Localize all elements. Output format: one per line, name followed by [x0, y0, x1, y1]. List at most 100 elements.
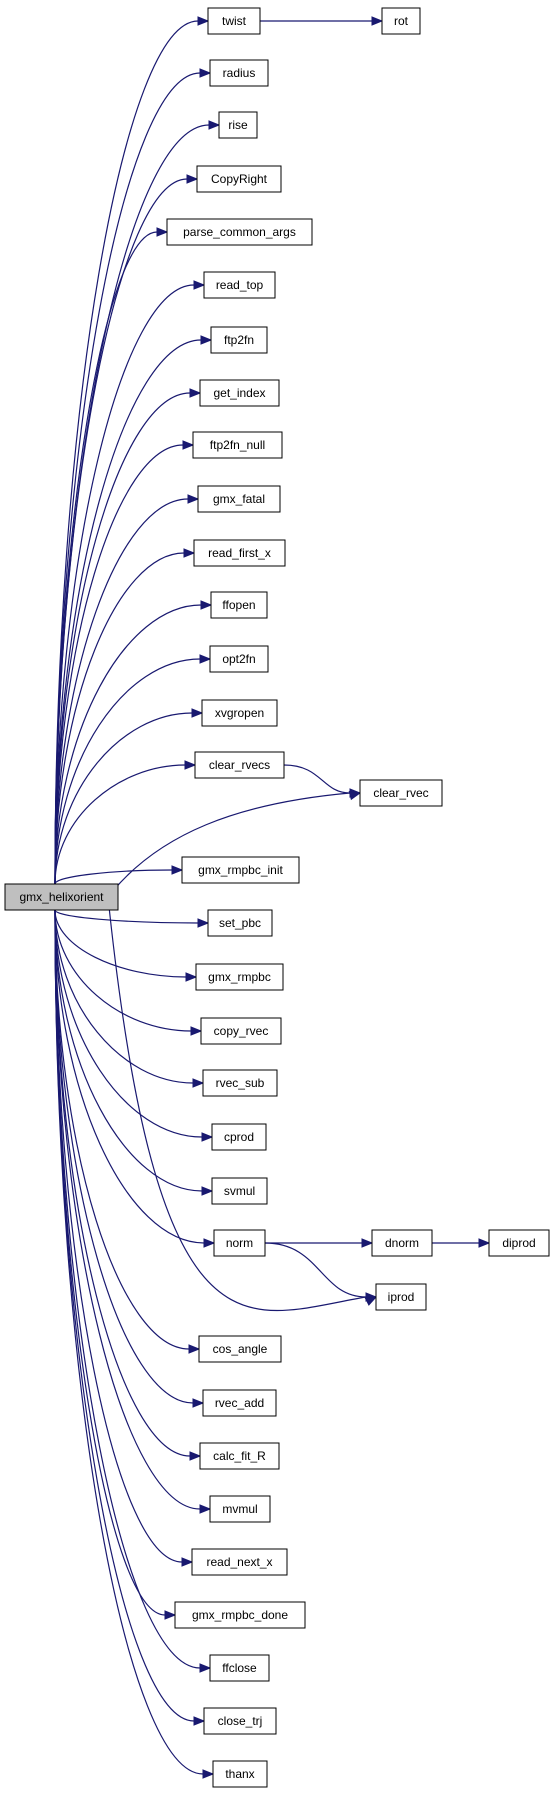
node-calc-fit-r[interactable]: calc_fit_R [199, 1442, 280, 1470]
node-opt2fn[interactable]: opt2fn [209, 645, 269, 673]
node-ffopen[interactable]: ffopen [210, 591, 268, 619]
node-box [209, 1654, 270, 1682]
node-gmx-rmpbc[interactable]: gmx_rmpbc [195, 963, 284, 991]
node-label: ftp2fn [224, 333, 254, 347]
node-box [210, 326, 268, 354]
node-clear-rvecs[interactable]: clear_rvecs [194, 751, 285, 779]
node-label: clear_rvecs [209, 758, 270, 772]
node-box [210, 591, 268, 619]
edge-dnorm-to-diprod-arrowhead [478, 1238, 491, 1248]
edge-gmx-helixorient-to-ftp2fn [54, 339, 202, 885]
node-label: gmx_rmpbc_done [192, 1608, 288, 1622]
node-box [359, 779, 443, 807]
node-gmx-helixorient[interactable]: gmx_helixorient [4, 883, 119, 911]
node-label: ffclose [222, 1661, 257, 1675]
node-rvec-add[interactable]: rvec_add [202, 1389, 277, 1417]
edge-gmx-helixorient-to-clear-rvec [107, 792, 351, 898]
node-xvgropen[interactable]: xvgropen [201, 699, 278, 727]
node-label: close_trj [218, 1714, 263, 1728]
node-svmul[interactable]: svmul [211, 1177, 268, 1205]
node-box [174, 1601, 306, 1629]
edge-gmx-helixorient-to-thanx [54, 909, 204, 1775]
node-radius[interactable]: radius [209, 59, 269, 87]
node-box [200, 1017, 282, 1045]
edge-gmx-helixorient-to-rvec-add [54, 909, 194, 1404]
node-rot[interactable]: rot [381, 7, 421, 35]
node-box [207, 909, 273, 937]
node-read-first-x[interactable]: read_first_x [193, 539, 286, 567]
node-box [375, 1283, 427, 1311]
node-label: read_first_x [208, 546, 271, 560]
node-box [209, 59, 269, 87]
node-box [195, 963, 284, 991]
edge-gmx-helixorient-to-rise-arrowhead [208, 120, 221, 130]
node-box [202, 1389, 277, 1417]
edge-gmx-helixorient-to-rvec-sub-arrowhead [192, 1078, 205, 1088]
call-graph-edges [54, 16, 491, 1779]
node-cprod[interactable]: cprod [211, 1123, 267, 1151]
node-norm[interactable]: norm [213, 1229, 266, 1257]
node-gmx-rmpbc-done[interactable]: gmx_rmpbc_done [174, 1601, 306, 1629]
node-get-index[interactable]: get_index [199, 379, 280, 407]
edge-gmx-helixorient-to-norm-arrowhead [203, 1238, 216, 1248]
node-cos-angle[interactable]: cos_angle [198, 1335, 282, 1363]
edge-gmx-helixorient-to-cos-angle [54, 909, 190, 1350]
node-label: cos_angle [213, 1342, 268, 1356]
node-copyright[interactable]: CopyRight [196, 165, 282, 193]
edge-gmx-helixorient-to-thanx-arrowhead [202, 1769, 215, 1779]
edge-gmx-helixorient-to-gmx-fatal [54, 498, 189, 885]
node-thanx[interactable]: thanx [212, 1760, 268, 1788]
node-box [381, 7, 421, 35]
node-box [201, 699, 278, 727]
edge-gmx-helixorient-to-gmx-rmpbc-done-arrowhead [164, 1610, 177, 1620]
node-read-next-x[interactable]: read_next_x [191, 1548, 288, 1576]
node-label: calc_fit_R [213, 1449, 266, 1463]
node-box [196, 165, 282, 193]
node-twist[interactable]: twist [207, 7, 261, 35]
node-box [202, 1069, 278, 1097]
node-label: rvec_add [215, 1396, 264, 1410]
node-read-top[interactable]: read_top [203, 271, 276, 299]
edge-gmx-helixorient-to-copy-rvec-arrowhead [190, 1026, 203, 1036]
node-ffclose[interactable]: ffclose [209, 1654, 270, 1682]
edge-gmx-helixorient-to-copy-rvec [54, 909, 192, 1032]
edge-gmx-helixorient-to-ffopen [54, 604, 202, 885]
node-label: diprod [502, 1236, 535, 1250]
node-copy-rvec[interactable]: copy_rvec [200, 1017, 282, 1045]
node-rise[interactable]: rise [218, 111, 258, 139]
node-close-trj[interactable]: close_trj [203, 1707, 277, 1735]
node-box [211, 1123, 267, 1151]
node-diprod[interactable]: diprod [488, 1229, 550, 1257]
node-ftp2fn[interactable]: ftp2fn [210, 326, 268, 354]
node-parse-common-args[interactable]: parse_common_args [166, 218, 313, 246]
node-dnorm[interactable]: dnorm [371, 1229, 433, 1257]
node-iprod[interactable]: iprod [375, 1283, 427, 1311]
node-label: opt2fn [222, 652, 255, 666]
node-box [197, 485, 281, 513]
edge-gmx-helixorient-to-gmx-rmpbc-init-arrowhead [171, 865, 184, 875]
node-rvec-sub[interactable]: rvec_sub [202, 1069, 278, 1097]
edge-gmx-helixorient-to-clear-rvecs [54, 764, 186, 885]
node-box [211, 1177, 268, 1205]
node-set-pbc[interactable]: set_pbc [207, 909, 273, 937]
edge-gmx-helixorient-to-opt2fn-arrowhead [199, 654, 212, 664]
edge-gmx-helixorient-to-svmul-arrowhead [201, 1186, 214, 1196]
node-box [371, 1229, 433, 1257]
edge-gmx-helixorient-to-opt2fn [54, 658, 201, 885]
node-ftp2fn-null[interactable]: ftp2fn_null [192, 431, 283, 459]
node-gmx-rmpbc-init[interactable]: gmx_rmpbc_init [181, 856, 300, 884]
edge-gmx-helixorient-to-clear-rvecs-arrowhead [184, 760, 197, 770]
node-label: gmx_rmpbc_init [198, 863, 283, 877]
node-clear-rvec[interactable]: clear_rvec [359, 779, 443, 807]
edge-gmx-helixorient-to-read-top [54, 284, 195, 885]
node-label: copy_rvec [214, 1024, 269, 1038]
node-label: read_top [216, 278, 264, 292]
edge-gmx-helixorient-to-get-index-arrowhead [189, 388, 202, 398]
node-mvmul[interactable]: mvmul [209, 1495, 271, 1523]
node-box [194, 751, 285, 779]
edge-gmx-helixorient-to-mvmul-arrowhead [199, 1504, 212, 1514]
node-label: get_index [213, 386, 265, 400]
node-box [203, 1707, 277, 1735]
node-gmx-fatal[interactable]: gmx_fatal [197, 485, 281, 513]
